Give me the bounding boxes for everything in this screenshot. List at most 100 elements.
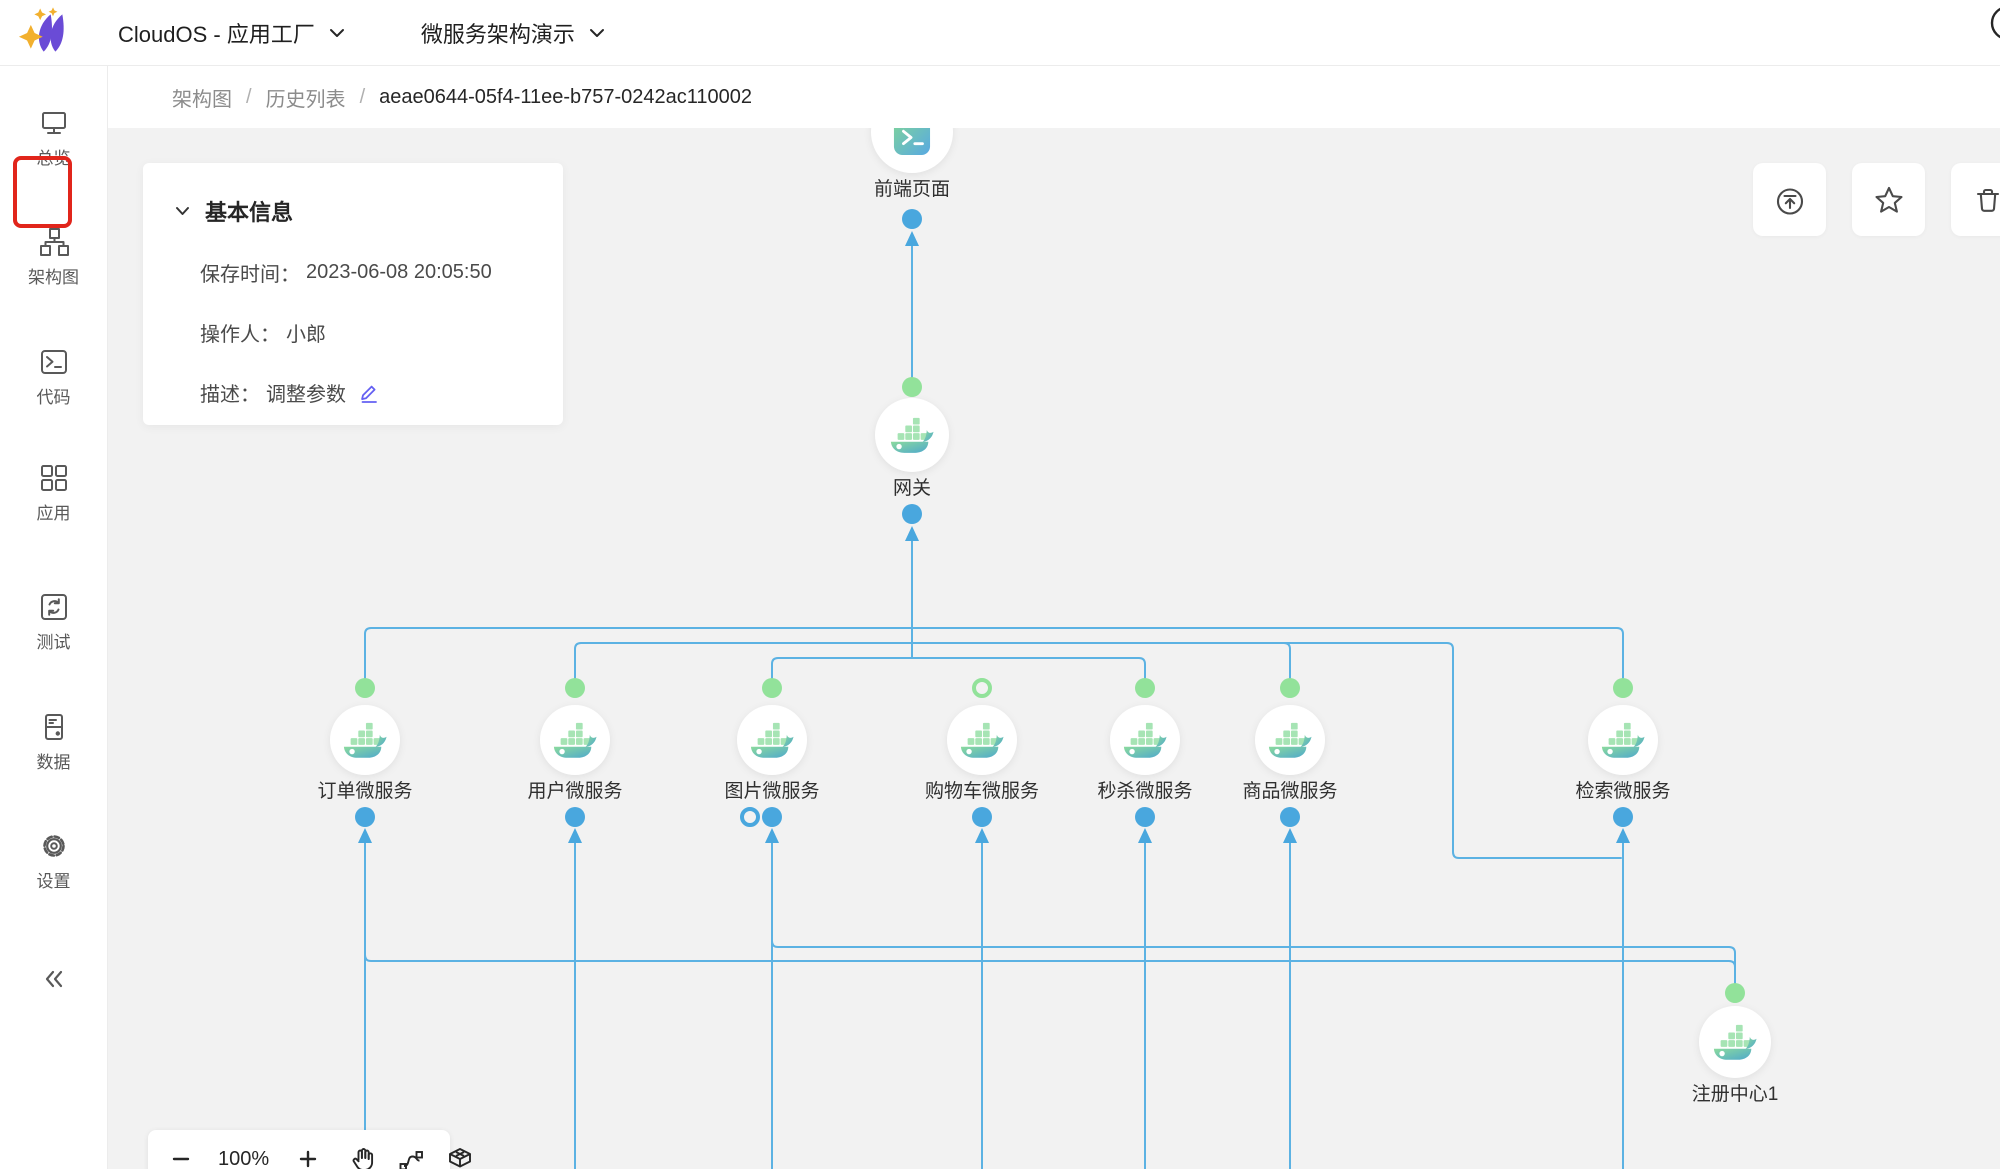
gear-icon xyxy=(42,835,65,857)
edge-arrowhead xyxy=(358,828,372,843)
port-green[interactable] xyxy=(565,678,585,698)
port-blue[interactable] xyxy=(902,209,922,229)
edge-arrowhead xyxy=(765,828,779,843)
sidebar-item-settings[interactable]: 设置 xyxy=(0,831,107,892)
sidebar-item-data[interactable]: 数据 xyxy=(0,712,107,773)
publish-icon xyxy=(1776,187,1803,215)
code-icon xyxy=(40,350,67,374)
edge-registry-to-image xyxy=(771,935,1736,985)
workspace-switcher[interactable]: CloudOS - 应用工厂 xyxy=(118,17,345,49)
breadcrumb: 架构图/历史列表/aeae0644-05f4-11ee-b757-0242ac1… xyxy=(108,66,2000,128)
breadcrumb-item: aeae0644-05f4-11ee-b757-0242ac110002 xyxy=(379,85,753,108)
edit-pencil-icon[interactable] xyxy=(358,382,380,404)
port-green[interactable] xyxy=(355,678,375,698)
port-green[interactable] xyxy=(902,377,922,397)
edge-arrowhead xyxy=(905,526,919,541)
avatar[interactable] xyxy=(1988,2,2000,46)
breadcrumb-separator: / xyxy=(246,85,252,108)
node-order[interactable]: 订单微服务 xyxy=(317,705,413,802)
node-frontend[interactable]: 前端页面 xyxy=(871,128,953,200)
collapse-chevron-icon[interactable] xyxy=(175,206,190,216)
breadcrumb-item[interactable]: 历史列表 xyxy=(265,88,346,111)
node-goods[interactable]: 商品微服务 xyxy=(1242,705,1338,802)
chevron-down-icon xyxy=(329,28,344,37)
info-label: 操作人： xyxy=(200,324,280,346)
delete-button[interactable] xyxy=(1951,163,2000,236)
canvas-action-buttons xyxy=(1753,163,2000,236)
node-image[interactable]: 图片微服务 xyxy=(724,705,820,802)
edge-goods-stub xyxy=(1283,642,1291,695)
port-blue[interactable] xyxy=(972,807,992,827)
port-blue[interactable] xyxy=(1280,807,1300,827)
port-blue[interactable] xyxy=(565,807,585,827)
edge-arrowhead xyxy=(568,828,582,843)
breadcrumb-item[interactable]: 架构图 xyxy=(172,88,232,111)
publish-button[interactable] xyxy=(1753,163,1826,236)
test-icon xyxy=(40,594,67,620)
box-3d-icon xyxy=(449,1148,472,1168)
double-chevron-left-icon xyxy=(45,970,62,988)
node-seckill[interactable]: 秒杀微服务 xyxy=(1097,705,1193,802)
sidebar-item-apps[interactable]: 应用 xyxy=(0,463,107,524)
port-blue-open[interactable] xyxy=(740,807,760,827)
edit-description-button[interactable] xyxy=(358,382,380,404)
edge-registry-to-order xyxy=(364,948,1736,985)
edge-arrowhead xyxy=(1283,828,1297,843)
monitor-icon xyxy=(41,112,66,134)
project-title: 微服务架构演示 xyxy=(420,21,575,47)
node-registry[interactable]: 注册中心1 xyxy=(1692,1006,1779,1105)
sidebar-collapse-button[interactable] xyxy=(0,964,107,994)
port-green-open[interactable] xyxy=(972,678,992,698)
node-cart[interactable]: 购物车微服务 xyxy=(925,705,1039,802)
info-value: 2023-06-08 20:05:50 xyxy=(306,261,492,283)
edge-arrowhead xyxy=(975,828,989,843)
port-blue[interactable] xyxy=(762,807,782,827)
sidebar-item-overview[interactable]: 总览 xyxy=(0,108,107,169)
node-label: 购物车微服务 xyxy=(925,780,1039,802)
port-blue[interactable] xyxy=(902,504,922,524)
connector-icon xyxy=(399,1151,424,1169)
port-blue[interactable] xyxy=(1135,807,1155,827)
chevron-down-icon xyxy=(589,28,604,37)
node-label: 前端页面 xyxy=(874,178,950,200)
edge-arrowhead xyxy=(905,231,919,246)
cloudos-logo[interactable] xyxy=(18,5,74,61)
port-blue[interactable] xyxy=(1613,807,1633,827)
info-label: 保存时间： xyxy=(200,264,300,286)
info-row: 描述：调整参数 xyxy=(200,378,563,407)
pan-tool-button[interactable] xyxy=(349,1145,377,1169)
port-green[interactable] xyxy=(762,678,782,698)
favorite-button[interactable] xyxy=(1852,163,1925,236)
sidebar-item-label: 应用 xyxy=(36,504,71,523)
minus-icon xyxy=(172,1157,190,1161)
node-label: 用户微服务 xyxy=(527,780,622,802)
architecture-icon xyxy=(39,228,69,256)
node-user[interactable]: 用户微服务 xyxy=(527,705,623,802)
node-label: 图片微服务 xyxy=(724,780,819,802)
zoom-out-button[interactable] xyxy=(168,1146,194,1169)
zoom-level: 100% xyxy=(218,1147,270,1169)
project-switcher[interactable]: 微服务架构演示 xyxy=(421,17,605,49)
node-label: 订单微服务 xyxy=(317,780,412,802)
sidebar-item-code[interactable]: 代码 xyxy=(0,347,107,408)
sidebar-item-test[interactable]: 测试 xyxy=(0,592,107,653)
node-gateway[interactable]: 网关 xyxy=(875,398,949,499)
plus-icon xyxy=(299,1150,317,1168)
database-icon xyxy=(44,714,63,740)
diagram-canvas[interactable]: 前端页面网关订单微服务 用户微服务 图片微服务 购物车微服务 秒杀微服务商品微服务 检索微… xyxy=(108,128,2000,1169)
zoom-in-button[interactable] xyxy=(295,1146,321,1169)
layers-tool-button[interactable] xyxy=(445,1145,475,1169)
sidebar-item-label: 数据 xyxy=(36,753,71,772)
port-blue[interactable] xyxy=(355,807,375,827)
node-label: 检索微服务 xyxy=(1575,780,1670,802)
connector-tool-button[interactable] xyxy=(397,1145,425,1169)
port-green[interactable] xyxy=(1280,678,1300,698)
port-green[interactable] xyxy=(1135,678,1155,698)
port-green[interactable] xyxy=(1613,678,1633,698)
sidebar-item-architecture[interactable]: 架构图 xyxy=(0,227,107,288)
node-search[interactable]: 检索微服务 xyxy=(1575,705,1671,802)
port-green[interactable] xyxy=(1725,983,1745,1003)
node-label: 注册中心1 xyxy=(1692,1083,1779,1105)
node-label: 商品微服务 xyxy=(1242,780,1337,802)
